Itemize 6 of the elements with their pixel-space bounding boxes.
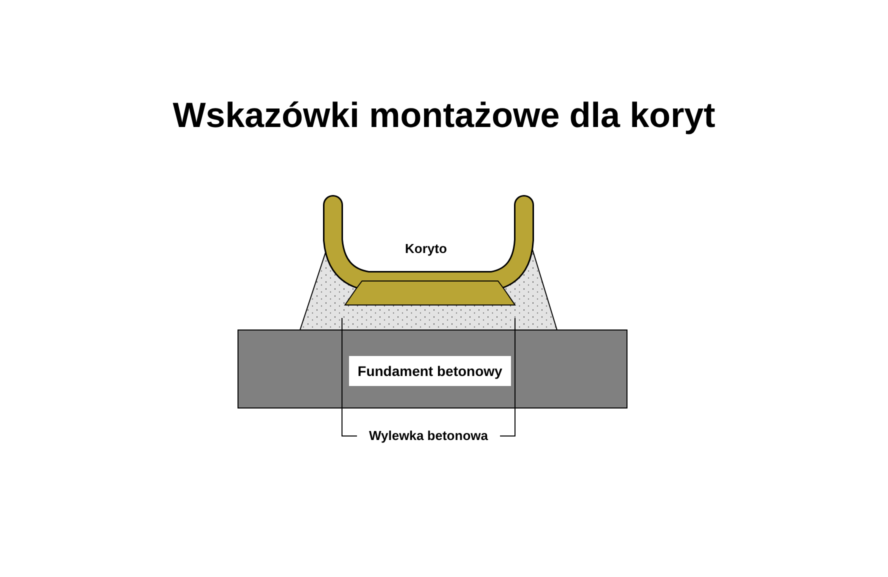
diagram-title: Wskazówki montażowe dla koryt <box>172 96 716 136</box>
foundation-label: Fundament betonowy <box>349 356 511 386</box>
leader-line <box>342 318 358 436</box>
leader-label: Wylewka betonowa <box>357 427 500 445</box>
part-label: Koryto <box>405 241 447 256</box>
leader-line <box>500 318 516 436</box>
